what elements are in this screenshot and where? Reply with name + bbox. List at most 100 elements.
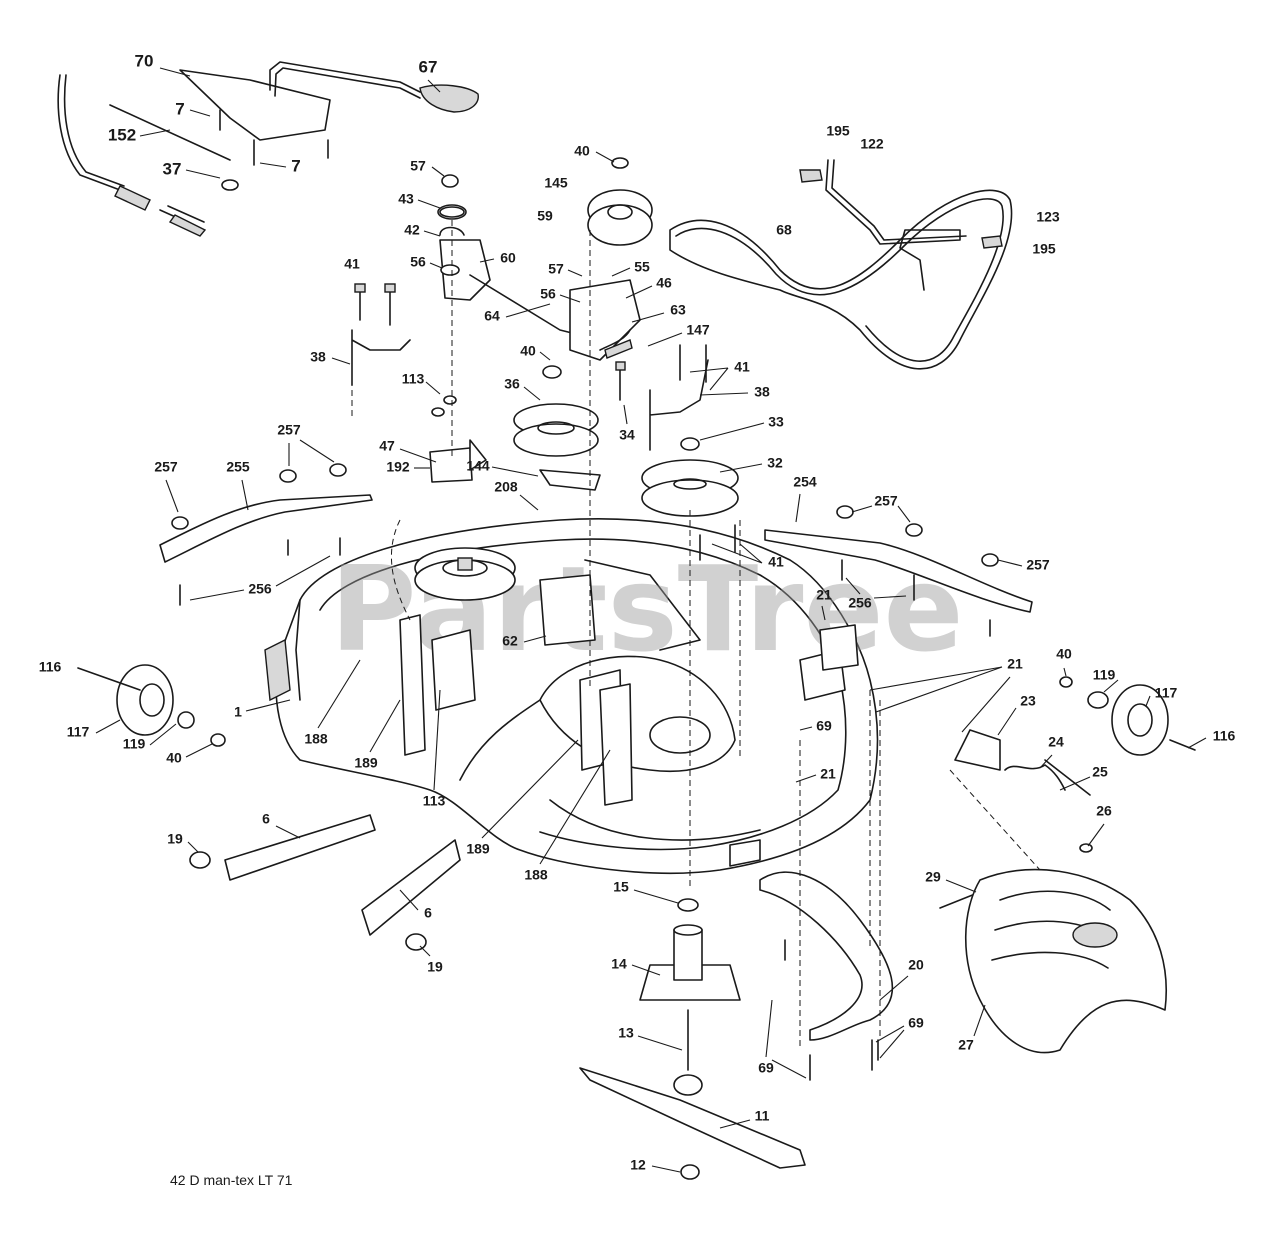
part-label-189: 189 bbox=[466, 841, 490, 857]
part-label-40: 40 bbox=[1056, 646, 1072, 662]
part-label-38: 38 bbox=[310, 349, 326, 365]
spindle-assembly-14 bbox=[639, 898, 741, 1096]
part-label-69: 69 bbox=[758, 1060, 774, 1076]
hardware-bolts bbox=[354, 157, 736, 561]
part-label-145: 145 bbox=[544, 175, 568, 191]
lift-lever-assembly bbox=[57, 61, 479, 237]
part-label-24: 24 bbox=[1048, 734, 1064, 750]
part-label-27: 27 bbox=[958, 1037, 974, 1053]
part-label-113: 113 bbox=[402, 371, 425, 387]
stabilizer-bar-255 bbox=[159, 494, 373, 563]
part-label-60: 60 bbox=[500, 250, 516, 266]
part-label-116: 116 bbox=[1213, 728, 1236, 744]
gauge-wheel-left bbox=[77, 664, 226, 747]
bolts-256 bbox=[179, 537, 991, 637]
part-label-256: 256 bbox=[848, 595, 872, 611]
part-label-40: 40 bbox=[574, 143, 590, 159]
discharge-chute-27 bbox=[964, 868, 1168, 1054]
mower-deck-housing bbox=[264, 518, 879, 874]
part-label-59: 59 bbox=[537, 208, 553, 224]
part-label-1: 1 bbox=[234, 704, 242, 720]
part-label-33: 33 bbox=[768, 414, 784, 430]
part-label-40: 40 bbox=[520, 343, 536, 359]
bolts-69 bbox=[784, 939, 879, 1081]
part-label-257: 257 bbox=[874, 493, 898, 509]
part-label-15: 15 bbox=[613, 879, 629, 895]
adapter-plate-6-upper bbox=[189, 814, 376, 881]
part-label-57: 57 bbox=[410, 158, 426, 174]
part-label-41: 41 bbox=[344, 256, 360, 272]
part-label-117: 117 bbox=[1155, 685, 1178, 701]
part-label-69: 69 bbox=[908, 1015, 924, 1031]
part-label-255: 255 bbox=[226, 459, 250, 475]
part-label-257: 257 bbox=[154, 459, 178, 475]
part-label-6: 6 bbox=[262, 811, 270, 827]
part-label-12: 12 bbox=[630, 1157, 646, 1173]
part-label-254: 254 bbox=[793, 474, 817, 490]
part-label-25: 25 bbox=[1092, 764, 1108, 780]
part-label-36: 36 bbox=[504, 376, 520, 392]
part-label-20: 20 bbox=[908, 957, 924, 973]
part-label-144: 144 bbox=[466, 458, 490, 474]
part-label-14: 14 bbox=[611, 956, 627, 972]
part-label-195: 195 bbox=[826, 123, 850, 139]
part-label-119: 119 bbox=[1093, 667, 1116, 683]
leader-lines bbox=[95, 67, 1207, 1173]
part-label-122: 122 bbox=[860, 136, 884, 152]
diagram-caption: 42 D man-tex LT 71 bbox=[170, 1172, 293, 1188]
part-label-70: 70 bbox=[135, 51, 154, 70]
part-label-19: 19 bbox=[427, 959, 443, 975]
part-label-41: 41 bbox=[734, 359, 750, 375]
part-label-13: 13 bbox=[618, 1025, 634, 1041]
assembly-dashed-lines bbox=[351, 220, 1041, 1050]
mower-blade-11 bbox=[579, 1067, 806, 1180]
part-label-29: 29 bbox=[925, 869, 941, 885]
part-label-26: 26 bbox=[1096, 803, 1112, 819]
part-label-47: 47 bbox=[379, 438, 395, 454]
part-label-56: 56 bbox=[540, 286, 556, 302]
part-label-42: 42 bbox=[404, 222, 420, 238]
stabilizer-bar-254 bbox=[764, 529, 1033, 613]
belt-guide-rod bbox=[799, 159, 1003, 291]
drive-belt-68 bbox=[669, 189, 1013, 370]
part-label-57: 57 bbox=[548, 261, 564, 277]
part-label-23: 23 bbox=[1020, 693, 1036, 709]
part-label-68: 68 bbox=[776, 222, 792, 238]
idler-pulley-145 bbox=[587, 189, 653, 246]
part-label-7: 7 bbox=[175, 99, 184, 118]
part-label-208: 208 bbox=[494, 479, 518, 495]
adapter-plate-6-lower bbox=[361, 839, 461, 951]
part-label-63: 63 bbox=[670, 302, 686, 318]
part-label-6: 6 bbox=[424, 905, 432, 921]
part-label-257: 257 bbox=[277, 422, 301, 438]
part-label-123: 123 bbox=[1036, 209, 1060, 225]
part-label-147: 147 bbox=[686, 322, 710, 338]
part-label-21: 21 bbox=[816, 587, 832, 603]
part-label-43: 43 bbox=[398, 191, 414, 207]
part-label-256: 256 bbox=[248, 581, 272, 597]
drive-pulley-32 bbox=[641, 459, 739, 517]
part-label-188: 188 bbox=[304, 731, 328, 747]
part-label-55: 55 bbox=[634, 259, 650, 275]
part-label-116: 116 bbox=[39, 659, 62, 675]
part-label-37: 37 bbox=[163, 159, 182, 178]
deck-hanger-brackets bbox=[399, 574, 859, 806]
part-label-152: 152 bbox=[108, 125, 136, 144]
part-label-188: 188 bbox=[524, 867, 548, 883]
part-label-21: 21 bbox=[1007, 656, 1023, 672]
part-label-11: 11 bbox=[755, 1108, 770, 1124]
part-label-67: 67 bbox=[419, 57, 438, 76]
part-label-113: 113 bbox=[423, 793, 446, 809]
part-label-19: 19 bbox=[167, 831, 183, 847]
nuts-257 bbox=[171, 463, 999, 567]
gauge-wheel-right bbox=[1059, 676, 1196, 756]
part-label-119: 119 bbox=[123, 736, 146, 752]
deck-pulley-left bbox=[414, 547, 516, 601]
part-label-195: 195 bbox=[1032, 241, 1056, 257]
part-label-34: 34 bbox=[619, 427, 635, 443]
part-label-62: 62 bbox=[502, 633, 518, 649]
part-label-38: 38 bbox=[754, 384, 770, 400]
baffle-20 bbox=[759, 871, 894, 1041]
